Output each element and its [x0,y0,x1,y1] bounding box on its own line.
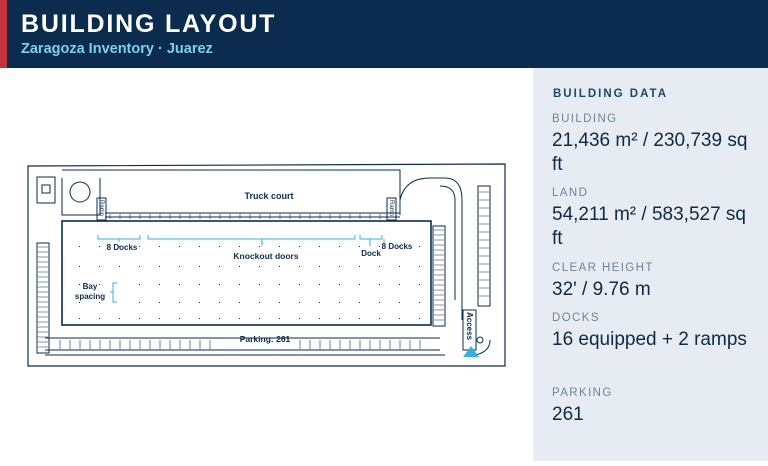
site-plan-area: Truck court Ramp Ramp 8 Docks Knockout d… [0,68,533,461]
clear-height-row: CLEAR HEIGHT 32' / 9.76 m [552,262,757,302]
parking-left [36,242,50,354]
guard-booth [36,176,56,204]
truck-court-boundary [62,169,401,215]
header-accent-stripe [0,0,7,68]
building-label: BUILDING [552,113,618,125]
docks-left-label: 8 Docks [107,243,138,252]
parking-label: Parking: 261 [240,334,291,344]
ramp-left [96,197,107,221]
ramp-left-label: Ramp [98,200,104,217]
right-drive [399,177,463,320]
parking-row: PARKING 261 [552,387,757,427]
docks-right-label: 8 Docks [382,242,413,251]
panel-title: BUILDING DATA [553,88,669,100]
docks-label: DOCKS [552,312,600,324]
ramp-right-label: Ramp [388,200,394,217]
clear-height-label: CLEAR HEIGHT [552,262,654,274]
dimension-highlights [97,235,385,303]
parking-value: 261 [552,404,584,425]
building-row: BUILDING 21,436 m² / 230,739 sq ft [552,113,757,177]
page-subtitle: Zaragoza Inventory · Juarez [21,41,213,57]
ramp-right [386,197,397,221]
building-data-panel: BUILDING DATA BUILDING 21,436 m² / 230,7… [533,68,768,461]
page-title: BUILDING LAYOUT [21,10,277,38]
turning-circle [69,181,91,203]
site-plan-drawing: Truck court Ramp Ramp 8 Docks Knockout d… [27,163,506,367]
truck-court-label: Truck court [244,191,293,201]
docks-value: 16 equipped + 2 ramps [552,329,747,350]
land-value: 54,211 m² / 583,527 sq ft [552,204,746,249]
access-label: Access [465,312,474,341]
parking-row-label: PARKING [552,387,613,399]
clear-height-value: 32' / 9.76 m [552,279,651,300]
land-row: LAND 54,211 m² / 583,527 sq ft [552,187,757,251]
knockout-doors-label: Knockout doors [233,251,298,261]
access-arrow-icon [463,346,479,357]
parking-right [432,225,446,327]
bay-spacing-label-line2: spacing [75,292,105,301]
dock-label: Dock [361,249,381,258]
building-footprint [61,220,432,326]
building-value: 21,436 m² / 230,739 sq ft [552,130,748,175]
bay-spacing-label-line1: Bay [83,282,98,291]
property-line [27,163,506,367]
docks-row: DOCKS 16 equipped + 2 ramps [552,312,757,352]
land-label: LAND [552,187,589,199]
header-bar: BUILDING LAYOUT Zaragoza Inventory · Jua… [0,0,768,68]
